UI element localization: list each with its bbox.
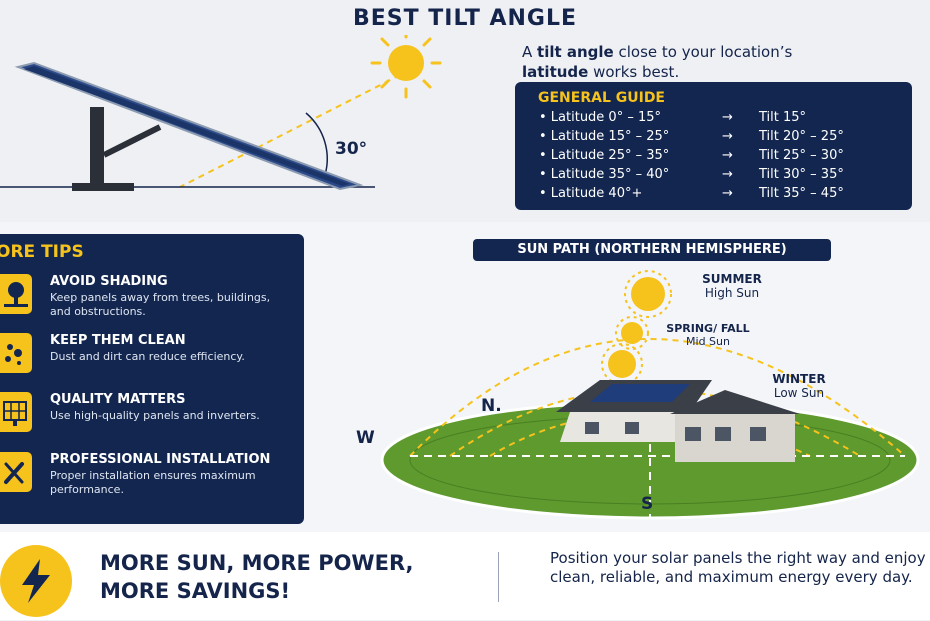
arrow-icon: → — [722, 148, 733, 163]
tip-text: Dust and dirt can reduce efficiency. — [50, 350, 245, 363]
tip-heading: PROFESSIONAL INSTALLATION — [50, 452, 271, 467]
arrow-icon: → — [722, 110, 733, 125]
guide-tilt: Tilt 20° – 25° — [759, 129, 844, 144]
guide-latitude: • Latitude 0° – 15° — [539, 110, 662, 125]
tilt-illustration — [0, 35, 442, 191]
angle-arc — [305, 112, 328, 176]
tip-text: Use high-quality panels and inverters. — [50, 409, 260, 422]
tip-heading: KEEP THEM CLEAN — [50, 333, 186, 348]
sun-icon — [624, 270, 672, 318]
sun-icon — [370, 35, 442, 99]
page-title: BEST TILT ANGLE — [352, 6, 578, 31]
guide-title: GENERAL GUIDE — [538, 90, 665, 106]
slogan: MORE SUN, MORE POWER,MORE SAVINGS! — [100, 551, 414, 603]
dirt-icon — [0, 333, 32, 373]
divider — [498, 552, 499, 602]
guide-tilt: Tilt 15° — [759, 110, 807, 125]
guide-latitude: • Latitude 15° – 25° — [539, 129, 670, 144]
guide-tilt: Tilt 35° – 45° — [759, 186, 844, 201]
guide-latitude: • Latitude 35° – 40° — [539, 167, 670, 182]
tips-panel: ORE TIPS AVOID SHADING Keep panels away … — [0, 234, 304, 524]
solar-panel-icon — [0, 392, 32, 432]
tip-text: Proper installation ensures maximum perf… — [50, 469, 256, 496]
tools-icon — [0, 452, 32, 492]
tip-heading: AVOID SHADING — [50, 274, 168, 289]
tips-title: ORE TIPS — [0, 242, 84, 262]
solar-panel-mount — [14, 61, 364, 191]
sun-path-title: SUN PATH (NORTHERN HEMISPHERE) — [473, 239, 831, 261]
south-label: S — [641, 494, 654, 514]
bottom-text: Position your solar panels the right way… — [550, 549, 926, 586]
sun-path-illustration — [380, 270, 920, 520]
guide-latitude: • Latitude 40°+ — [539, 186, 643, 201]
north-label: N. — [481, 396, 502, 416]
arrow-icon: → — [722, 167, 733, 182]
arrow-icon: → — [722, 129, 733, 144]
tip-text: Keep panels away from trees, buildings, … — [50, 291, 271, 318]
sun-ray — [179, 74, 401, 188]
lightning-icon — [0, 545, 72, 617]
tilt-angle-label: 30° — [335, 139, 368, 159]
bottom-banner — [0, 532, 930, 620]
guide-tilt: Tilt 25° – 30° — [759, 148, 844, 163]
guide-latitude: • Latitude 25° – 35° — [539, 148, 670, 163]
tree-icon — [0, 274, 32, 314]
sun-icon — [601, 343, 643, 385]
guide-tilt: Tilt 30° – 35° — [759, 167, 844, 182]
tip-heading: QUALITY MATTERS — [50, 392, 186, 407]
sun-icon — [615, 316, 649, 350]
west-label: W — [356, 428, 375, 448]
intro-text: A tilt angle close to your location’s la… — [522, 43, 793, 81]
general-guide-panel: GENERAL GUIDE • Latitude 0° – 15° → Tilt… — [515, 82, 912, 210]
house-icon — [556, 380, 800, 462]
arrow-icon: → — [722, 186, 733, 201]
